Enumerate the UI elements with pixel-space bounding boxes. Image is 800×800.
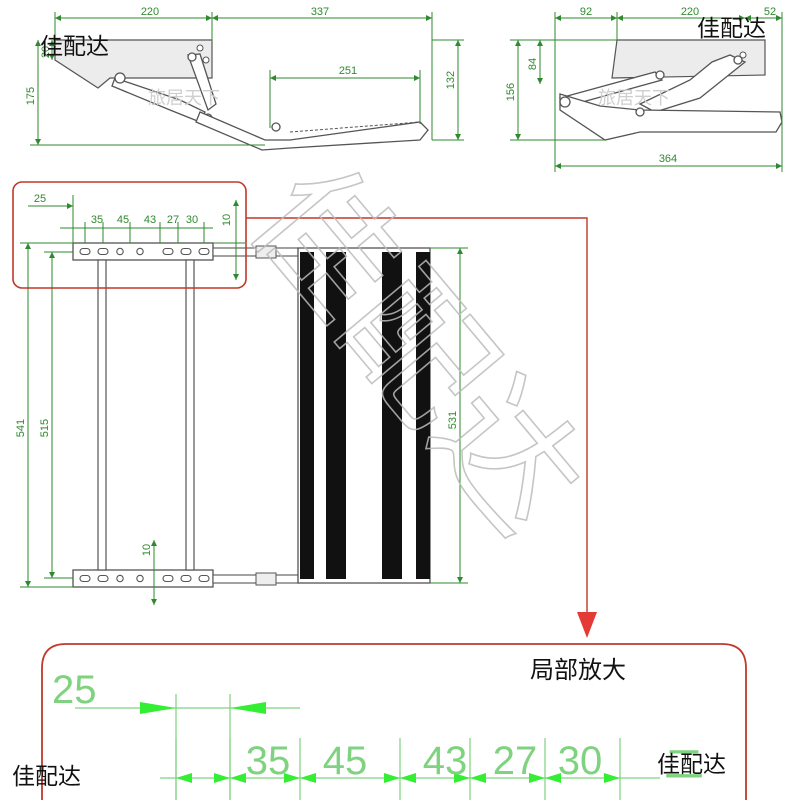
dim-10-bottom: 10 (141, 544, 153, 556)
callout-arrow-icon (577, 612, 597, 638)
dim-251: 251 (339, 65, 357, 77)
rail-holes (79, 247, 210, 583)
dim-515: 515 (39, 419, 51, 437)
watermark-small: 旅居天下 (148, 88, 220, 109)
detail-dim-25: 25 (52, 668, 97, 712)
rail-slot (162, 574, 174, 583)
detail-dim-partial: 二 (664, 743, 704, 787)
dim-132: 132 (445, 71, 457, 89)
hole-dimension-labels: 35 45 43 27 30 (91, 214, 198, 226)
brand-mark: 佳配达 (12, 764, 81, 790)
step-tread-bar (382, 252, 402, 579)
step-tread-bar (326, 252, 346, 579)
rail-hole (136, 574, 144, 583)
brand-mark: 佳配达 (657, 752, 726, 778)
rail-slot (79, 247, 91, 256)
step-tread-bar (416, 252, 430, 579)
dim-84: 84 (527, 58, 539, 70)
callout-leader (246, 217, 588, 628)
rail-slot (97, 574, 109, 583)
side-view-right: 92 220 52 84 156 364 旅居天下 (505, 6, 783, 172)
step-tread-bar (300, 252, 314, 579)
step-bars (300, 252, 430, 579)
callout-box (12, 181, 247, 289)
dim-92: 92 (580, 6, 592, 18)
brand-mark: 佳配达 (40, 34, 109, 60)
detail-arrow-icon (400, 773, 416, 783)
detail-arrow-icon (176, 773, 192, 783)
detail-arrow-icon (529, 773, 545, 783)
detail-hole-dims: 35 45 43 27 30 (175, 738, 621, 800)
dim-hole-spacing: 30 (186, 214, 198, 226)
dim-52: 52 (764, 6, 776, 18)
detail-arrow-icon (545, 773, 561, 783)
watermark-small: 旅居天下 (598, 88, 670, 109)
rail-slot (180, 247, 192, 256)
frame-upright (97, 259, 107, 571)
detail-dim-hole-spacing: 45 (323, 739, 368, 783)
dim-175: 175 (25, 87, 37, 105)
dim-hole-spacing: 45 (117, 214, 129, 226)
step-profile (559, 93, 783, 141)
detail-arrow-icon (214, 773, 230, 783)
detail-title: 局部放大 (530, 656, 626, 684)
dim-hole-spacing: 35 (91, 214, 103, 226)
plan-view: 25 35 45 43 27 30 10 541 515 531 10 (15, 193, 468, 605)
dim-10-top: 10 (221, 214, 233, 226)
step-profile (195, 111, 429, 151)
detail-arrow-icon (384, 773, 400, 783)
rail-slot (162, 247, 174, 256)
hole-dimension-ticks (84, 222, 205, 243)
dim-hole-spacing: 43 (144, 214, 156, 226)
brand-mark: 佳配达 (697, 16, 766, 42)
side-view-left: 220 337 251 175 20 132 旅居天下 (25, 6, 464, 151)
rail-slot (79, 574, 91, 583)
detail-arrow-icon (284, 773, 300, 783)
rail-slot (198, 574, 210, 583)
detail-arrow-icon (604, 773, 620, 783)
rail-slot (198, 247, 210, 256)
dim-337: 337 (311, 6, 329, 18)
dim-156: 156 (505, 83, 517, 101)
rail-hole (136, 247, 144, 256)
rail-slot (180, 574, 192, 583)
dim-220: 220 (141, 6, 159, 18)
dim-220: 220 (681, 6, 699, 18)
dim-25: 25 (34, 193, 46, 205)
dim-20: 20 (40, 46, 52, 58)
detail-arrow-icon (230, 773, 246, 783)
detail-box (41, 643, 747, 800)
detail-arrow-icon (300, 773, 316, 783)
rail-hole (116, 574, 124, 583)
dim-364: 364 (659, 153, 677, 165)
dim-541: 541 (15, 419, 27, 437)
dim-hole-spacing: 27 (167, 214, 179, 226)
detail-arrow-icon (454, 773, 470, 783)
detail-arrow-icon (470, 773, 486, 783)
link-arm (638, 54, 747, 113)
dim-531: 531 (447, 411, 459, 429)
detail-dim-hole-spacing: 30 (558, 739, 603, 783)
detail-dim-hole-spacing: 43 (423, 739, 468, 783)
detail-dim-hole-spacing: 35 (246, 739, 291, 783)
rail-slot (97, 247, 109, 256)
rail-hole (116, 247, 124, 256)
frame-upright (185, 259, 195, 571)
detail-view: 局部放大 25 35 45 43 27 30 二 (41, 643, 747, 800)
step-platform (297, 247, 431, 584)
detail-dim-hole-spacing: 27 (493, 739, 538, 783)
link-arm (187, 53, 217, 112)
